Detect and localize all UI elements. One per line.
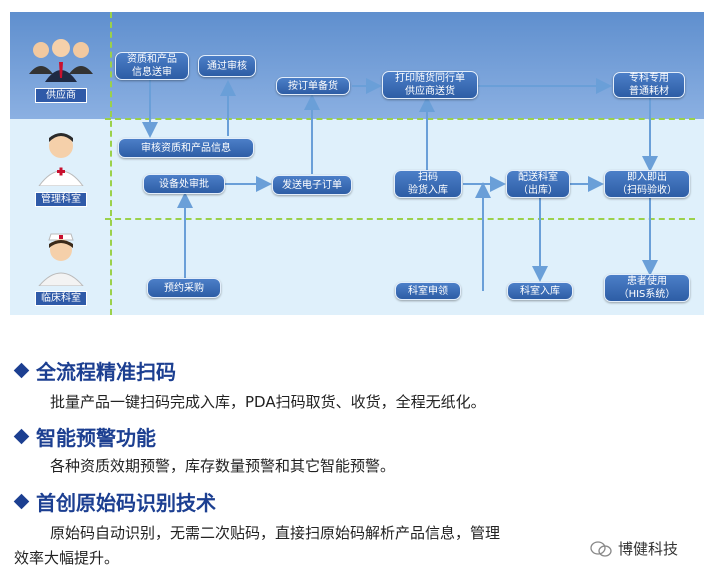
lane-divider-bottom: [105, 218, 695, 220]
diamond-bullet-icon: [13, 362, 30, 378]
lane-divider-top: [105, 118, 695, 120]
management-doctor-icon: [38, 133, 84, 186]
lane-label-clinical: 临床科室: [35, 291, 87, 306]
node-reserve-purchase: 预约采购: [147, 278, 221, 298]
flow-arrows: [142, 78, 658, 291]
feature-body: 原始码自动识别，无需二次贴码，直接扫原始码解析产品信息，管理: [50, 524, 501, 542]
node-send-order: 发送电子订单: [272, 175, 352, 195]
node-instant-inout: 即入即出 （扫码验收）: [604, 170, 690, 198]
feature-body-continued: 效率大幅提升。: [14, 549, 120, 567]
wechat-icon: [590, 540, 612, 557]
node-special-consumables: 专科专用 普通耗材: [613, 72, 685, 98]
node-submit-qualification: 资质和产品 信息送审: [115, 52, 189, 80]
feature-1: 全流程精准扫码 批量产品一键扫码完成入库，PDA扫码取货、收货，全程无纸化。: [10, 356, 710, 412]
watermark-text: 博健科技: [618, 540, 679, 558]
feature-title: 全流程精准扫码: [36, 359, 176, 384]
feature-3: 首创原始码识别技术 原始码自动识别，无需二次贴码，直接扫原始码解析产品信息，管理…: [10, 487, 710, 568]
lane-divider-vertical: [110, 12, 112, 315]
feature-body: 各种资质效期预警，库存数量预警和其它智能预警。: [50, 457, 396, 475]
node-deliver-department: 配送科室 （出库）: [506, 170, 570, 198]
feature-title: 智能预警功能: [36, 425, 156, 450]
clinical-nurse-icon: [38, 233, 84, 286]
feature-title: 首创原始码识别技术: [36, 490, 216, 515]
watermark: 博健科技: [590, 538, 678, 559]
diamond-bullet-icon: [13, 428, 30, 444]
node-prepare-stock: 按订单备货: [276, 77, 350, 95]
feature-body: 批量产品一键扫码完成入库，PDA扫码取货、收货，全程无纸化。: [50, 393, 486, 411]
supplier-people-icon: [29, 39, 93, 82]
lane-label-management: 管理科室: [35, 192, 87, 207]
node-department-stockin: 科室入库: [507, 282, 573, 300]
node-department-request: 科室申领: [395, 282, 461, 300]
process-flow-diagram: 供应商 管理科室 临床科室: [10, 12, 704, 315]
node-scan-stockin: 扫码 验货入库: [394, 170, 462, 198]
node-review-qualification: 审核资质和产品信息: [118, 138, 254, 158]
node-equipment-approval: 设备处审批: [143, 174, 225, 194]
node-patient-use: 患者使用 （HIS系统）: [604, 274, 690, 302]
node-approved: 通过审核: [198, 55, 256, 77]
diamond-bullet-icon: [13, 493, 30, 509]
lane-label-supplier: 供应商: [35, 88, 87, 103]
node-print-delivery: 打印随货同行单 供应商送货: [382, 71, 478, 99]
feature-2: 智能预警功能 各种资质效期预警，库存数量预警和其它智能预警。: [10, 422, 710, 476]
